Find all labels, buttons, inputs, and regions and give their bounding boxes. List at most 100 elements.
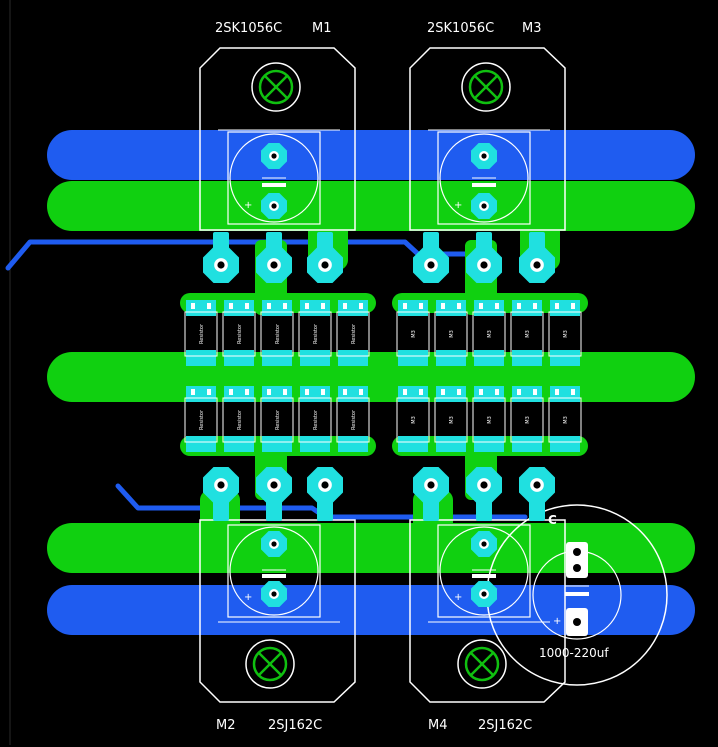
resistor-top-left-5-pad-a: [338, 300, 368, 316]
resistor-top-right-3: M3: [472, 300, 506, 366]
cap-tr-polarity: +: [454, 200, 462, 211]
transistor-m1: 2SK1056C M1: [199, 21, 356, 231]
resistor-bottom-left-2-label: Resistor: [237, 409, 243, 430]
resistor-bottom-right-3-mark-a: [479, 389, 483, 395]
m4-part-label: 2SJ162C: [478, 718, 532, 733]
cap-large-hole-a: [573, 548, 581, 556]
resistor-bottom-right-3-label: M3: [487, 416, 493, 424]
transistor-pad-bottom-6: [519, 467, 555, 503]
transistor-pad-bottom-5-drill: [480, 481, 488, 489]
pad-layer: [203, 143, 555, 607]
resistor-bottom-left-3-pad-a: [262, 386, 292, 402]
resistor-bottom-left-2-pad-a: [224, 386, 254, 402]
resistor-top-left-4-pad-a: [300, 300, 330, 316]
resistor-top-right-3-pad-a: [474, 300, 504, 316]
capacitor-large: + 1000-220uf C: [486, 504, 668, 686]
resistor-bottom-left-5-label: Resistor: [351, 409, 357, 430]
top-green-rail: [47, 181, 695, 231]
resistor-bottom-right-4-pad-b: [512, 436, 542, 452]
capacitor-lead-pad-7-drill: [481, 541, 487, 547]
capacitor-lead-pad-3-drill: [481, 153, 487, 159]
resistor-bottom-right-4-outline: [510, 397, 544, 443]
resistor-top-right-4-pad-b: [512, 350, 542, 366]
transistor-pad-bottom-3-drill: [321, 481, 329, 489]
center-green-rail: [47, 352, 695, 402]
resistor-top-right-2-label: M3: [449, 330, 455, 338]
resistor-top-right-2-mark-a: [441, 303, 445, 309]
resistor-top-right-2: M3: [434, 300, 468, 366]
resistor-top-right-1-pad-a: [398, 300, 428, 316]
resistor-top-right-2-outline: [434, 311, 468, 357]
resistor-top-left-2-pad-a: [224, 300, 254, 316]
resistor-top-left-2-mark-a: [229, 303, 233, 309]
resistor-top-right-2-mark-b: [457, 303, 461, 309]
resistor-bottom-right-3-outline: [472, 397, 506, 443]
resistor-top-right-5-pad-a: [550, 300, 580, 316]
resistor-top-left-3: Resistor: [260, 300, 294, 366]
capacitor-lead-pad-2-drill: [271, 203, 277, 209]
cap-partial-ref: C: [548, 513, 557, 527]
resistor-bottom-left-5: Resistor: [336, 386, 370, 452]
resistor-bottom-left-1-outline: [184, 397, 218, 443]
resistor-bottom-right-1-mark-b: [419, 389, 423, 395]
cap-large-hole-b: [573, 564, 581, 572]
resistor-top-right-5-mark-a: [555, 303, 559, 309]
resistor-bottom-left-4-mark-a: [305, 389, 309, 395]
resistor-top-left-5-mark-a: [343, 303, 347, 309]
capacitor-lead-pad-1: [261, 143, 287, 169]
resistor-bottom-left-2-pad-b: [224, 436, 254, 452]
resistor-bottom-right-5-mark-b: [571, 389, 575, 395]
resistor-bottom-left-1-mark-a: [191, 389, 195, 395]
resistor-top-left-1-mark-b: [207, 303, 211, 309]
resistor-top-left-5-mark-b: [359, 303, 363, 309]
resistor-bottom-right-2-mark-a: [441, 389, 445, 395]
cap-bl-body: [229, 526, 319, 616]
resistor-bottom-left-4: Resistor: [298, 386, 332, 452]
resistor-bottom-right-5-pad-b: [550, 436, 580, 452]
m2-hole-cross-b: [258, 652, 282, 676]
resistor-bottom-right-4-mark-b: [533, 389, 537, 395]
resistor-bottom-right-2-label: M3: [449, 416, 455, 424]
m2-part-label: 2SJ162C: [268, 718, 322, 733]
resistor-top-left-1-outline: [184, 311, 218, 357]
transistor-pad-bottom-4-drill: [427, 481, 435, 489]
capacitor-lead-pad-8: [471, 581, 497, 607]
resistor-bottom-right-3: M3: [472, 386, 506, 452]
cap-br-plate: [472, 574, 496, 578]
resistor-top-left-1: Resistor: [184, 300, 218, 366]
resistor-bottom-right-5-mark-a: [555, 389, 559, 395]
strap-m2-drain: [200, 490, 240, 565]
resistor-bottom-left-2: Resistor: [222, 386, 256, 452]
resistor-top-right-4-pad-a: [512, 300, 542, 316]
resistor-bottom-left-4-pad-a: [300, 386, 330, 402]
resistor-top-right-1-outline: [396, 311, 430, 357]
resistor-top-left-3-pad-b: [262, 350, 292, 366]
resistor-top-right-1-mark-b: [419, 303, 423, 309]
resistor-bottom-right-1-pad-a: [398, 386, 428, 402]
capacitor-lead-pad-4: [471, 193, 497, 219]
transistor-pad-bottom-4: [413, 467, 449, 503]
resistor-top-left-2: Resistor: [222, 300, 256, 366]
resistor-bottom-right-4: M3: [510, 386, 544, 452]
resistor-top-left-1-label: Resistor: [199, 323, 205, 344]
transistor-pad-top-1-drill: [217, 261, 225, 269]
resistor-top-left-1-mark-a: [191, 303, 195, 309]
resistor-top-right-5-mark-b: [571, 303, 575, 309]
resistor-top-right-5-label: M3: [563, 330, 569, 338]
resistor-bottom-left-1-mark-b: [207, 389, 211, 395]
cap-tr-plate: [472, 183, 496, 187]
resistor-top-left-4-label: Resistor: [313, 323, 319, 344]
resistor-bottom-right-4-pad-a: [512, 386, 542, 402]
transistor-pad-bottom-5: [466, 467, 502, 503]
resistor-bottom-right-5-pad-a: [550, 386, 580, 402]
resistor-top-right-4-outline: [510, 311, 544, 357]
resistor-top-left-4-outline: [298, 311, 332, 357]
resistor-top-right-1-label: M3: [411, 330, 417, 338]
cap-bl-polarity: +: [244, 592, 252, 603]
capacitor-lead-pad-6: [261, 581, 287, 607]
resistor-bottom-left-2-outline: [222, 397, 256, 443]
m2-outline: [199, 519, 356, 703]
cap-tl-box: [227, 131, 321, 225]
